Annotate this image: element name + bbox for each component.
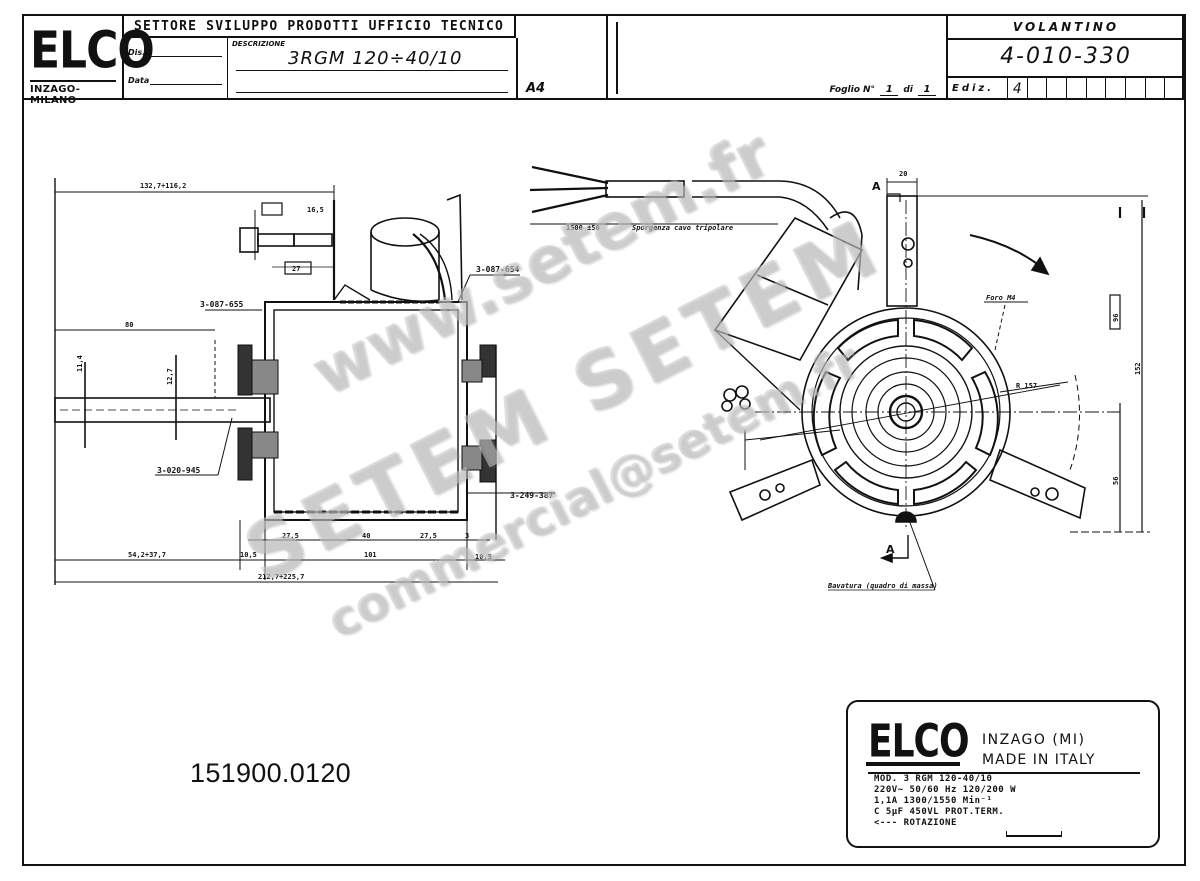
height-lower-dim: 56 bbox=[1112, 477, 1120, 485]
rotation-box bbox=[1006, 831, 1062, 837]
dim-bottom-d: 3 bbox=[465, 532, 469, 540]
dim-bottom-a: 27,5 bbox=[282, 532, 299, 540]
nameplate-city: INZAGO (MI) bbox=[982, 732, 1086, 748]
dim-overall-bottom: 212,7÷225,7 bbox=[258, 573, 304, 581]
dim-overall-left: 54,2÷37,7 bbox=[128, 551, 166, 559]
height-total-dim: 152 bbox=[1134, 362, 1142, 375]
description-value: 3RGM 120÷40/10 bbox=[288, 48, 463, 69]
drawing-frame bbox=[22, 14, 1186, 866]
company-logo-box: ELCO INZAGO-MILANO bbox=[24, 16, 155, 106]
nameplate-specs: MOD. 3 RGM 120-40/10 220V~ 50/60 Hz 120/… bbox=[874, 774, 1016, 829]
nameplate-logo-bar bbox=[866, 762, 960, 766]
description-label: DESCRIZIONE bbox=[232, 40, 286, 48]
description-line-1 bbox=[236, 70, 508, 71]
dim-right-gap: 10,5 bbox=[475, 553, 492, 561]
description-field: DESCRIZIONE 3RGM 120÷40/10 bbox=[228, 38, 518, 100]
front-view-labels: 1500 ±50 Sporgenza cavo tripolare A A 20… bbox=[566, 170, 1142, 590]
nameplate-divider bbox=[868, 772, 1140, 774]
edition-cell bbox=[1028, 78, 1048, 100]
edition-cell bbox=[1106, 78, 1127, 100]
radius-dim: R 157 bbox=[1016, 382, 1037, 390]
document-id-cell: VOLANTINO 4-010-330 Ediz. 4 bbox=[948, 16, 1184, 100]
drawing-number: 151900.0120 bbox=[190, 758, 351, 788]
front-view bbox=[529, 165, 1150, 591]
edition-cell bbox=[1087, 78, 1107, 100]
screw-label: Foro M4 bbox=[986, 294, 1016, 302]
dim-left-gap: 10,5 bbox=[240, 551, 257, 559]
company-location: INZAGO-MILANO bbox=[30, 80, 116, 106]
dim-body-length: 101 bbox=[364, 551, 377, 559]
spec-current-speed: 1,1A 1300/1550 Min⁻¹ bbox=[874, 796, 993, 806]
edition-cell bbox=[1047, 78, 1068, 100]
sheet-label: Foglio N° bbox=[829, 85, 876, 95]
drawn-by-label: Dis. bbox=[128, 48, 146, 57]
dim-shaft-dia-left: 11,4 bbox=[76, 355, 84, 372]
part-shaft: 3-020-945 bbox=[157, 466, 201, 475]
title-block: ELCO INZAGO-MILANO SETTORE SVILUPPO PROD… bbox=[22, 14, 1184, 106]
height-upper-dim: 96 bbox=[1112, 314, 1120, 322]
dim-bracket-mid: 27 bbox=[292, 265, 300, 273]
sheet-index: 1 bbox=[880, 84, 899, 96]
nameplate-logo: ELCO bbox=[868, 716, 970, 768]
edition-label: Ediz. bbox=[948, 78, 1008, 100]
nameplate-origin: MADE IN ITALY bbox=[982, 752, 1096, 768]
drawn-by-field: Dis. Data bbox=[124, 38, 228, 100]
dim-shaft-length: 80 bbox=[125, 321, 133, 329]
edition-cell bbox=[1146, 78, 1166, 100]
edition-cell bbox=[1067, 78, 1087, 100]
edition-cell bbox=[1126, 78, 1146, 100]
format-cell: A4 bbox=[518, 16, 618, 100]
section-marker-top: A bbox=[872, 180, 881, 193]
part-right-bearing: 3-087-654 bbox=[476, 265, 520, 274]
part-left-bearing: 3-087-655 bbox=[200, 300, 244, 309]
drawn-by-line bbox=[150, 56, 222, 57]
edition-cell: 4 bbox=[1008, 78, 1028, 100]
cable-label: Sporgenza cavo tripolare bbox=[632, 224, 733, 232]
format-divider bbox=[616, 22, 618, 94]
side-view bbox=[54, 178, 555, 585]
sheet-number: Foglio N° 1 di 1 bbox=[829, 84, 938, 96]
dim-bottom-b: 40 bbox=[362, 532, 370, 540]
spec-voltage: 220V~ 50/60 Hz 120/200 W bbox=[874, 785, 1017, 795]
department-title: SETTORE SVILUPPO PRODOTTI UFFICIO TECNIC… bbox=[124, 16, 516, 38]
spec-capacitor: C 5µF 450VL PROT.TERM. bbox=[874, 807, 1005, 817]
sheet-cell: Foglio N° 1 di 1 bbox=[608, 16, 948, 100]
document-code: 4-010-330 bbox=[948, 38, 1184, 78]
company-logo: ELCO bbox=[30, 21, 155, 81]
section-marker-bottom: A bbox=[886, 543, 895, 556]
sheet-total: 1 bbox=[918, 84, 936, 96]
date-label: Data bbox=[128, 76, 150, 85]
bracket-width-dim: 20 bbox=[899, 170, 907, 178]
spec-rotation: <--- ROTAZIONE bbox=[874, 818, 957, 828]
date-line bbox=[150, 84, 222, 85]
bottom-note: Bavatura (quadro di massa) bbox=[827, 582, 938, 590]
nameplate: ELCO INZAGO (MI) MADE IN ITALY MOD. 3 RG… bbox=[846, 700, 1160, 848]
cable-length-dim: 1500 ±50 bbox=[566, 224, 600, 232]
dim-overall-top: 132,7÷116,2 bbox=[140, 182, 186, 190]
spec-model: MOD. 3 RGM 120-40/10 bbox=[874, 774, 993, 784]
description-line-2 bbox=[236, 92, 508, 93]
part-end-ring: 3-249-387 bbox=[510, 491, 554, 500]
edition-row: Ediz. 4 bbox=[948, 78, 1184, 100]
document-type: VOLANTINO bbox=[948, 16, 1184, 40]
side-view-labels: 132,7÷116,2 16,5 27 80 11,4 12,7 27,5 40… bbox=[76, 182, 554, 581]
dim-bracket-top: 16,5 bbox=[307, 206, 324, 214]
sheet-of-label: di bbox=[903, 85, 913, 95]
dim-shaft-dia-right: 12,7 bbox=[166, 368, 174, 385]
dim-bottom-c: 27,5 bbox=[420, 532, 437, 540]
paper-format: A4 bbox=[526, 81, 546, 96]
